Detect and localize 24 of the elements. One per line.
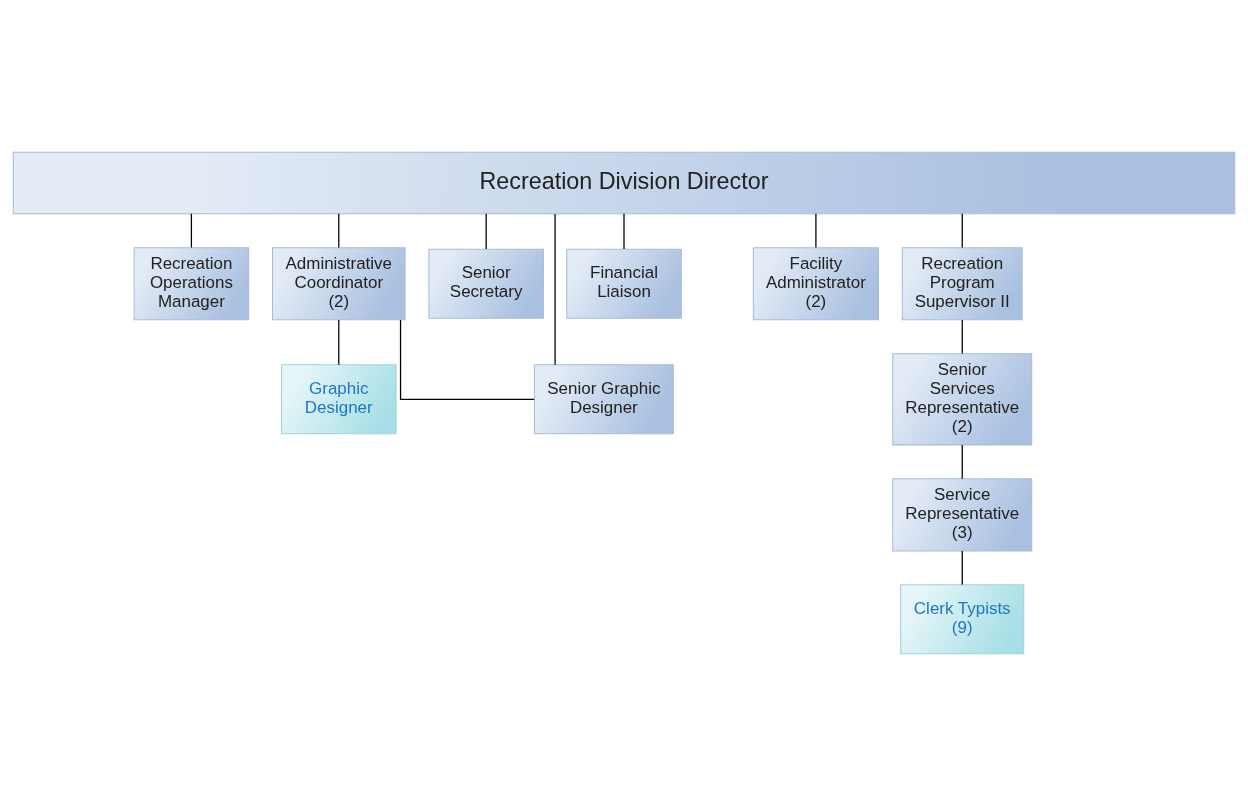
node-box: Recreation Division Director xyxy=(12,151,1236,214)
connector xyxy=(623,212,625,250)
node-box: Recreation Program Supervisor II xyxy=(901,246,1023,320)
connector xyxy=(961,212,963,248)
node-box: Senior Graphic Designer xyxy=(533,363,674,434)
connector xyxy=(961,318,963,354)
node-box: Administrative Coordinator (2) xyxy=(272,246,406,320)
node-box: Recreation Operations Manager xyxy=(133,246,250,320)
connector xyxy=(338,212,340,248)
connector xyxy=(399,318,535,400)
node-box: Graphic Designer xyxy=(281,363,397,434)
connector xyxy=(961,443,963,479)
node-box: Senior Secretary xyxy=(428,248,544,319)
connector xyxy=(190,212,193,248)
connector xyxy=(554,212,556,365)
connector xyxy=(961,549,963,585)
node-box: Senior Services Representative (2) xyxy=(892,352,1033,445)
connector xyxy=(815,212,817,248)
connector xyxy=(485,212,487,250)
node-box: Service Representative (3) xyxy=(892,477,1033,551)
node-box: Clerk Typists (9) xyxy=(900,583,1025,654)
node-box: Financial Liaison xyxy=(566,248,682,319)
node-box: Facility Administrator (2) xyxy=(752,246,879,320)
connector xyxy=(338,318,340,365)
